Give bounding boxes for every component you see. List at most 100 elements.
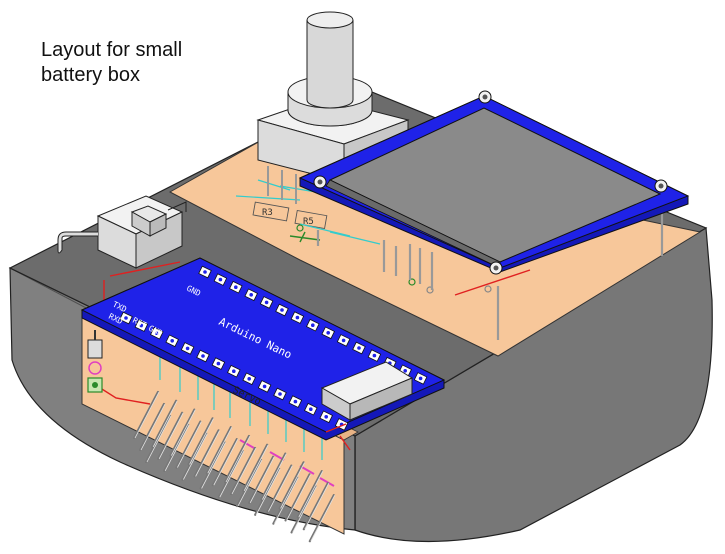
arduino-pin-pad-hole [139,323,144,328]
servo-pin-highlight [262,453,287,500]
servo-pin-highlight [134,391,160,439]
servo-pin-highlight [231,447,257,495]
perfboard-top [168,139,702,357]
servo-pin-highlight [195,430,220,477]
resistor-r5-label: R5 [303,217,314,227]
lcd-mounting-hole-bottom [489,261,503,275]
servo-pin-highlight [304,483,330,530]
servo-pin-highlight [177,421,202,468]
servo-pin-highlight [201,442,226,489]
servo-pin-highlight [237,459,263,507]
arduino-nano: Arduino Nano GND TXD RXD RST GND Servo [80,257,446,451]
servo-pin-highlight [286,474,311,521]
servo-pin [144,414,172,464]
servo-pin [138,402,166,452]
arduino-pin-pad-hole [293,399,298,404]
arduino-pin-row-top [198,265,428,385]
arduino-pin-pad-hole [403,369,408,373]
servo-pin [181,432,208,481]
lcd-module [298,90,690,340]
servo-pin-highlight [292,486,317,533]
arduino-pin-pad-hole [249,293,253,297]
servo-pin [260,452,287,501]
servo-pin-highlight [164,424,190,471]
servo-pin [229,446,257,496]
lcd-mounting-hole-top [478,90,492,104]
arduino-pin-pad-hole [357,346,361,350]
servo-pin [157,411,184,460]
battery-box-right-side [354,226,713,543]
arduino-pin-pad-hole [247,377,251,381]
servo-pin [199,441,226,490]
servo-pin [217,450,244,499]
slide-switch [57,195,187,269]
caption-line-2: battery box [41,64,140,86]
servo-pin-highlight [183,433,208,480]
arduino-pin-pad-hole [218,277,223,282]
servo-pin-highlight [225,435,251,483]
servo-pin-highlight [255,468,281,515]
resistor-r3-label: R3 [262,208,273,218]
servo-pin-highlight [207,427,233,474]
arduino-pin-pad-hole [341,338,346,343]
servo-pin [278,461,305,510]
servo-pin-highlight [213,439,239,486]
arduino-pin-pad-hole [185,346,190,351]
servo-pin [254,467,281,516]
arduino-pin-pad-hole [324,415,329,419]
servo-pin-highlight [189,418,214,465]
servo-pin [308,494,335,543]
lcd-mounting-hole-left [313,175,327,189]
arduino-pin-pad-hole [311,323,315,328]
servo-pin-highlight [310,495,336,542]
resistor-r3: R3 [252,201,290,222]
servo-pin-highlight [243,444,269,491]
arduino-pin-pad-hole [262,384,267,389]
servo-pin [272,476,299,525]
arduino-pin-pad-hole [418,376,423,381]
servo-pin-highlight [152,400,178,447]
arduino-pin-pad-hole [155,331,159,336]
servo-pin [266,464,293,513]
servo-pin [163,423,190,472]
servo-pin-highlight [158,412,184,459]
servo-pin [242,443,269,492]
arduino-pin-pad-hole [234,285,238,290]
servo-pin [211,438,238,487]
caption-line-1: Layout for small [41,39,183,61]
usb-connector [320,361,414,421]
servo-pin [248,455,275,504]
arduino-pin-pad-hole [372,353,377,358]
servo-pin-array [132,390,336,543]
servo-pin [187,417,214,466]
arduino-pin-pad-hole [203,270,207,274]
servo-pin-highlight [171,409,196,456]
arduino-pin-pad-hole [170,339,174,343]
perfboard: R3 R5 [168,139,702,357]
servo-pin [296,470,323,519]
servo-pin-highlight [146,415,172,463]
servo-pin [132,390,160,440]
servo-pin [302,482,329,531]
servo-pin-highlight [268,465,293,512]
arduino-pin-pad-hole [124,316,128,320]
arduino-pin-pad-hole [278,392,282,396]
arduino-pin-pad-hole [326,331,331,335]
servo-pin [284,473,311,522]
servo-pin [205,426,232,475]
servo-pin-highlight [140,403,166,451]
arduino-pin-pad-hole [216,361,221,366]
arduino-pin-pad-hole [280,308,284,312]
servo-pin [193,429,220,478]
servo-pin-highlight [274,477,299,524]
servo-pin-highlight [280,462,305,509]
servo-pin [169,408,196,457]
arduino-pin-pad-hole [201,354,205,358]
perfboard-red-trace [454,269,531,296]
servo-pin [151,399,178,448]
servo-pin-highlight [249,456,275,503]
arduino-pin-pad-hole [309,407,313,412]
servo-pin-highlight [298,471,324,518]
